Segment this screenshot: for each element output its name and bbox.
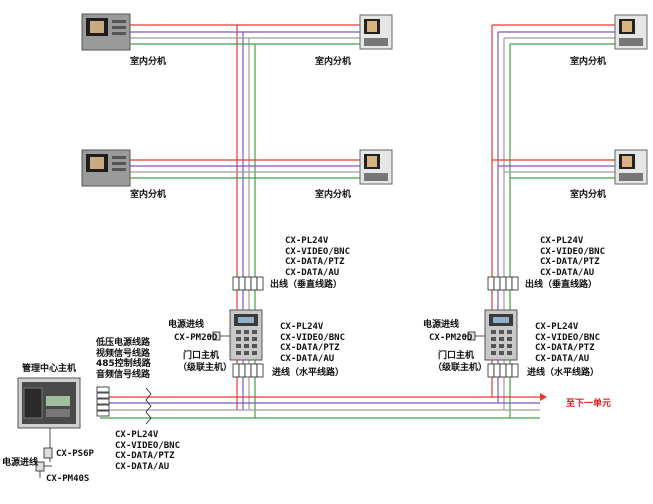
indoor-unit-monitor-icon-6	[614, 149, 648, 185]
power-adapter-icon-right	[463, 331, 485, 341]
power-in-label: 电源进线	[423, 320, 460, 330]
right-vertical-risers	[491, 25, 511, 283]
door-host-sub-label: （级联主机）	[178, 363, 233, 373]
cable-label: CX-VIDEO/BNC	[280, 332, 346, 343]
pm20d-label: CX-PM20D	[174, 333, 218, 343]
cable-label: CX-PL24V	[535, 322, 579, 332]
cable-label: CX-DATA/PTZ	[540, 257, 600, 267]
cable-label: CX-PL24V	[540, 236, 584, 246]
cable-list-right-horizontal: CX-PL24V CX-VIDEO/BNC CX-DATA/PTZ CX-DAT…	[535, 322, 600, 364]
right-mid-floor-branches	[492, 159, 615, 179]
line-type-label: 音频信号线路	[96, 369, 151, 380]
in-horizontal-label: 进线（水平线路）	[272, 368, 345, 378]
pm20d-label: CX-PM20D	[429, 333, 473, 343]
cable-label: CX-PL24V	[285, 236, 329, 246]
cable-label: CX-DATA/AU	[285, 267, 340, 278]
horizontal-trunk	[100, 396, 540, 419]
cable-label: CX-DATA/AU	[280, 353, 335, 364]
terminal-block-icon-left-top	[232, 276, 264, 291]
power-in-label: 电源进线	[2, 458, 39, 468]
left-top-floor-branches	[130, 24, 360, 45]
door-host-sub-label: （级联主机）	[433, 363, 488, 373]
cable-label: CX-DATA/PTZ	[280, 343, 340, 353]
cable-list-left-horizontal: CX-PL24V CX-VIDEO/BNC CX-DATA/PTZ CX-DAT…	[280, 322, 345, 364]
mgmt-power-chain	[35, 428, 53, 478]
line-type-label: 视频信号线路	[96, 348, 151, 359]
line-type-label: 485控制线路	[96, 359, 151, 369]
in-horizontal-label: 进线（水平线路）	[527, 368, 600, 378]
indoor-unit-label: 室内分机	[130, 190, 167, 200]
next-unit-arrow	[540, 393, 547, 401]
cable-label: CX-VIDEO/BNC	[540, 246, 606, 257]
cable-label: CX-PL24V	[280, 322, 324, 332]
indoor-unit-label: 室内分机	[315, 57, 352, 67]
out-vertical-label: 出线（垂直线路）	[525, 280, 598, 290]
cable-label: CX-DATA/PTZ	[115, 451, 175, 461]
cable-list-left-vertical: CX-PL24V CX-VIDEO/BNC CX-DATA/PTZ CX-DAT…	[285, 236, 350, 278]
cable-label: CX-DATA/PTZ	[285, 257, 345, 267]
indoor-unit-label: 室内分机	[315, 190, 352, 200]
low-voltage-line-list: 低压电源线路 视频信号线路 485控制线路 音频信号线路	[96, 338, 151, 380]
cable-label: CX-VIDEO/BNC	[115, 440, 181, 451]
right-top-floor-branches	[492, 24, 615, 45]
indoor-unit-label: 室内分机	[570, 190, 607, 200]
cable-label: CX-DATA/AU	[535, 353, 590, 364]
cable-label: CX-DATA/AU	[115, 461, 170, 472]
door-station-panel-icon-right	[484, 309, 518, 361]
cable-label: CX-VIDEO/BNC	[535, 332, 601, 343]
indoor-unit-monitor-icon-2	[359, 14, 393, 50]
ps6p-label: CX-PS6P	[56, 449, 94, 459]
indoor-unit-label: 室内分机	[570, 57, 607, 67]
indoor-unit-monitor-icon-3	[81, 149, 131, 187]
trunk-break-marks	[145, 387, 152, 425]
door-host-label: 门口主机	[438, 351, 475, 361]
indoor-unit-monitor-icon-5	[614, 14, 648, 50]
left-mid-floor-branches	[130, 159, 360, 179]
cable-label: CX-VIDEO/BNC	[285, 246, 351, 257]
terminal-block-icon-right-bottom	[487, 363, 519, 378]
next-unit-label: 至下一单元	[566, 399, 612, 409]
indoor-unit-monitor-icon-4	[359, 149, 393, 185]
cable-label: CX-DATA/PTZ	[535, 343, 595, 353]
mgmt-host-label: 管理中心主机	[22, 364, 77, 374]
terminal-block-icon-left-bottom	[232, 363, 264, 378]
out-vertical-label: 出线（垂直线路）	[270, 280, 343, 290]
door-host-label: 门口主机	[183, 351, 220, 361]
indoor-unit-label: 室内分机	[130, 57, 167, 67]
left-vertical-risers	[236, 25, 256, 283]
terminal-block-icon-right-top	[487, 276, 519, 291]
cable-label: CX-DATA/AU	[540, 267, 595, 278]
indoor-unit-monitor-icon-1	[81, 13, 131, 51]
cable-list-right-vertical: CX-PL24V CX-VIDEO/BNC CX-DATA/PTZ CX-DAT…	[540, 236, 605, 278]
door-station-panel-icon-left	[229, 309, 263, 361]
pm40s-label: CX-PM40S	[46, 474, 90, 484]
cable-label: CX-PL24V	[115, 430, 159, 440]
management-console-icon	[17, 377, 81, 429]
line-type-label: 低压电源线路	[96, 338, 151, 348]
terminal-block-icon-mgmt	[96, 386, 110, 417]
power-adapter-icon-left	[208, 331, 230, 341]
cable-list-mgmt: CX-PL24V CX-VIDEO/BNC CX-DATA/PTZ CX-DAT…	[115, 430, 180, 472]
power-in-label: 电源进线	[168, 320, 205, 330]
